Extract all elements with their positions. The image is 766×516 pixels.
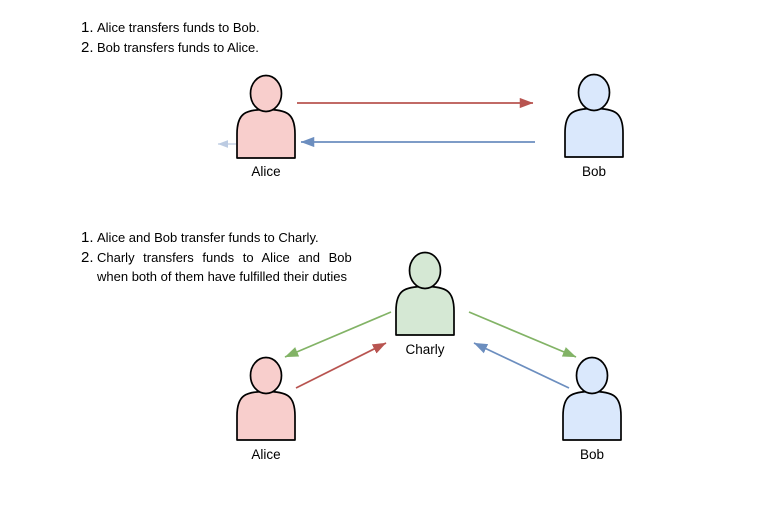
actor-body: [236, 108, 296, 159]
actor-body: [236, 390, 296, 441]
alice-label-bottom: Alice: [251, 447, 281, 462]
actor-head: [577, 73, 611, 112]
bob-figure-bottom: [562, 356, 622, 441]
alice-to-charly-arrow: [295, 342, 387, 389]
actor-body: [564, 107, 624, 158]
step-number: 2.: [81, 38, 94, 56]
scenario1-steps-list: 1. Alice transfers funds to Bob. 2. Bob …: [81, 18, 260, 57]
step-item: 1. Alice transfers funds to Bob.: [81, 18, 260, 38]
step-item: 2. Charly transfers funds to Alice and B…: [81, 248, 352, 268]
scenario2-steps-list: 1. Alice and Bob transfer funds to Charl…: [81, 228, 352, 287]
step-text: Charly transfers funds to Alice and Bob: [97, 249, 352, 265]
actor-body: [395, 285, 455, 336]
step-number: 1.: [81, 229, 94, 246]
alice-figure-top: [236, 74, 296, 159]
actor-head: [249, 356, 283, 395]
alice-figure-bottom: [236, 356, 296, 441]
bob-label-bottom: Bob: [579, 447, 605, 462]
bob-figure-top: [564, 73, 624, 158]
step-number: 2.: [81, 248, 94, 266]
actor-head: [575, 356, 609, 395]
charly-figure: [395, 251, 455, 336]
actor-body: [562, 390, 622, 441]
charly-to-alice-arrow: [284, 311, 392, 358]
actor-head: [408, 251, 442, 290]
alice-label-top: Alice: [251, 164, 281, 179]
charly-label: Charly: [405, 342, 445, 357]
step-text: Bob transfers funds to Alice.: [97, 39, 259, 55]
actor-head: [249, 74, 283, 113]
bob-label-top: Bob: [581, 164, 607, 179]
step-item: 2. Bob transfers funds to Alice.: [81, 38, 260, 58]
step-text: Alice and Bob transfer funds to Charly.: [97, 230, 319, 245]
step-item: 1. Alice and Bob transfer funds to Charl…: [81, 228, 352, 248]
bob-to-charly-arrow: [473, 342, 570, 389]
step-item-continuation: when both of them have fulfilled their d…: [81, 267, 352, 287]
step-text: Alice transfers funds to Bob.: [97, 20, 260, 35]
charly-to-bob-arrow: [468, 311, 577, 358]
step-number: 1.: [81, 19, 94, 36]
step-text: when both of them have fulfilled their d…: [97, 269, 348, 284]
